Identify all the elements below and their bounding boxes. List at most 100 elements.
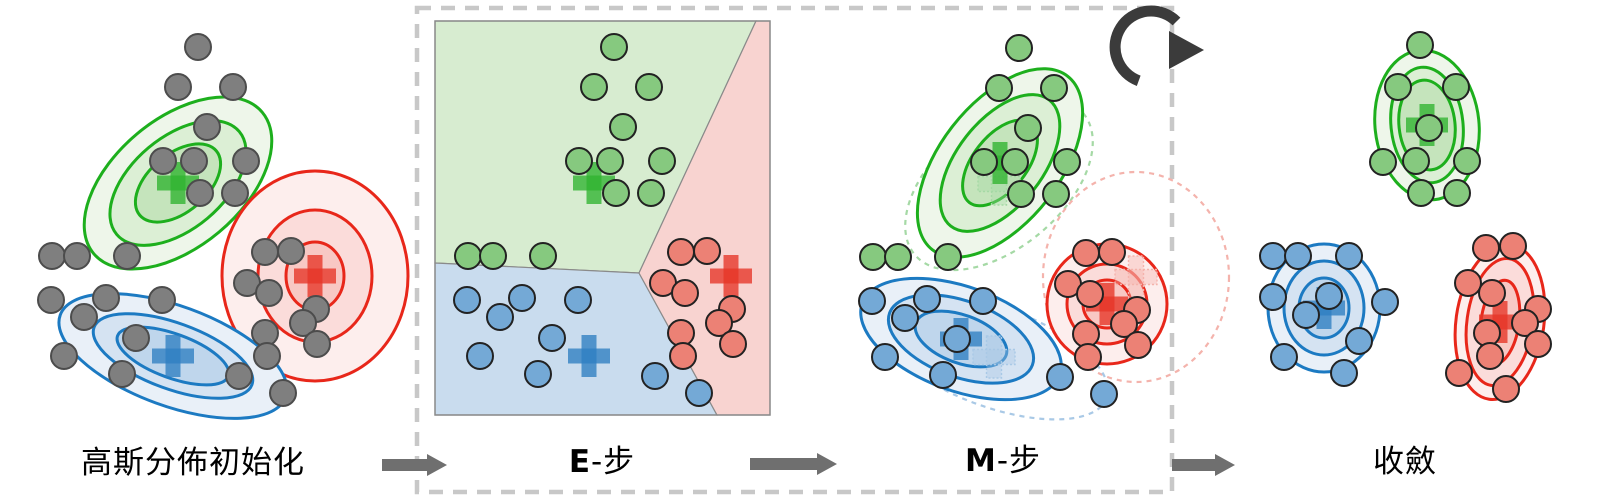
mstep-blue-data-point	[969, 287, 997, 315]
mstep-green-data-point	[1007, 180, 1035, 208]
estep-red-center-plus	[723, 255, 739, 297]
mstep-red-data-point	[1072, 320, 1100, 348]
unlabeled-data-point	[50, 342, 78, 370]
converged-blue-data-point	[1335, 242, 1363, 270]
unlabeled-data-point	[63, 242, 91, 270]
m-step-bold-text: M	[964, 443, 997, 479]
estep-blue-data-point	[641, 362, 669, 390]
unlabeled-data-point	[149, 147, 177, 175]
mstep-green-data-point	[934, 243, 962, 271]
estep-green-center-plus	[586, 162, 602, 204]
estep-red-data-point	[671, 279, 699, 307]
converged-blue-data-point	[1270, 343, 1298, 371]
converged-red-data-point	[1478, 279, 1506, 307]
step-label-initialization-text: 高斯分佈初始化	[81, 445, 305, 481]
unlabeled-data-point	[232, 147, 260, 175]
mstep-blue-data-point	[858, 287, 886, 315]
estep-blue-center-plus	[581, 335, 597, 377]
mstep-green-data-point	[1042, 180, 1070, 208]
converged-red-data-point	[1454, 269, 1482, 297]
converged-red-data-point	[1524, 330, 1552, 358]
unlabeled-data-point	[184, 33, 212, 61]
converged-green-data-point	[1415, 114, 1443, 142]
unlabeled-data-point	[251, 238, 279, 266]
converged-blue-data-point	[1371, 288, 1399, 316]
converged-green-data-point	[1442, 73, 1470, 101]
converged-blue-data-point	[1259, 242, 1287, 270]
mstep-green-data-point	[970, 148, 998, 176]
mstep-blue-data-point	[871, 343, 899, 371]
mstep-red-old-center-plus	[1114, 268, 1158, 286]
mstep-blue-data-point	[913, 285, 941, 313]
mstep-blue-old-center-plus	[972, 348, 1016, 366]
mstep-blue-data-point	[1046, 363, 1074, 391]
estep-blue-data-point	[538, 324, 566, 352]
init-blue-center-plus	[165, 335, 181, 377]
mstep-red-data-point	[1110, 310, 1138, 338]
unlabeled-data-point	[253, 342, 281, 370]
unlabeled-data-point	[289, 309, 317, 337]
converged-red-data-point	[1473, 319, 1501, 347]
iteration-loop-arrowhead-icon	[1169, 31, 1204, 69]
mstep-blue-data-point	[943, 325, 971, 353]
mstep-green-data-point	[884, 243, 912, 271]
estep-blue-data-point	[453, 286, 481, 314]
converged-green-data-point	[1453, 147, 1481, 175]
mstep-red-old-dashed-ring	[1041, 170, 1231, 384]
converged-red-data-point	[1499, 232, 1527, 260]
converged-red-data-point	[1445, 359, 1473, 387]
e-step-bold-text: E	[568, 444, 591, 480]
converged-blue-data-point	[1259, 283, 1287, 311]
converged-blue-data-point	[1330, 359, 1358, 387]
estep-green-data-point	[609, 113, 637, 141]
unlabeled-data-point	[113, 242, 141, 270]
mstep-red-data-point	[1074, 343, 1102, 371]
estep-blue-data-point	[564, 286, 592, 314]
converged-blue-data-point	[1292, 301, 1320, 329]
step-label-initialization: 高斯分佈初始化	[33, 446, 353, 480]
converged-blue-data-point	[1315, 282, 1343, 310]
mstep-blue-old-center-plus	[985, 335, 1003, 379]
m-step-rest-text: -步	[996, 443, 1042, 479]
estep-blue-data-point	[486, 303, 514, 331]
converged-green-data-point	[1402, 147, 1430, 175]
unlabeled-data-point	[186, 179, 214, 207]
mstep-red-old-center-plus	[1127, 255, 1145, 299]
converged-green-data-point	[1384, 73, 1412, 101]
estep-red-data-point	[705, 309, 733, 337]
init-red-center-plus	[307, 255, 323, 297]
iteration-dashed-box	[414, 5, 1175, 495]
mstep-green-data-point	[1053, 148, 1081, 176]
flow-arrow-icon	[382, 454, 447, 476]
mstep-red-data-point	[1072, 239, 1100, 267]
unlabeled-data-point	[193, 113, 221, 141]
unlabeled-data-point	[148, 286, 176, 314]
estep-red-data-point	[667, 238, 695, 266]
estep-green-data-point	[529, 242, 557, 270]
mstep-blue-data-point	[1090, 380, 1118, 408]
mstep-red-data-point	[1124, 331, 1152, 359]
unlabeled-data-point	[92, 284, 120, 312]
unlabeled-data-point	[225, 362, 253, 390]
estep-red-data-point	[669, 342, 697, 370]
mstep-blue-data-point	[929, 361, 957, 389]
mstep-green-center-plus	[992, 142, 1008, 184]
iteration-loop-icon	[1109, 5, 1181, 86]
mstep-red-data-point	[1098, 238, 1126, 266]
estep-green-data-point	[635, 73, 663, 101]
step-label-convergence: 收斂	[1245, 445, 1565, 479]
mstep-green-data-point	[1040, 74, 1068, 102]
unlabeled-data-point	[70, 303, 98, 331]
estep-panel-border	[434, 20, 771, 416]
estep-red-data-point	[719, 330, 747, 358]
unlabeled-data-point	[180, 147, 208, 175]
estep-green-data-point	[454, 242, 482, 270]
unlabeled-data-point	[38, 242, 66, 270]
mstep-green-data-point	[859, 243, 887, 271]
unlabeled-data-point	[221, 179, 249, 207]
unlabeled-data-point	[303, 330, 331, 358]
estep-blue-data-point	[466, 342, 494, 370]
unlabeled-data-point	[269, 379, 297, 407]
